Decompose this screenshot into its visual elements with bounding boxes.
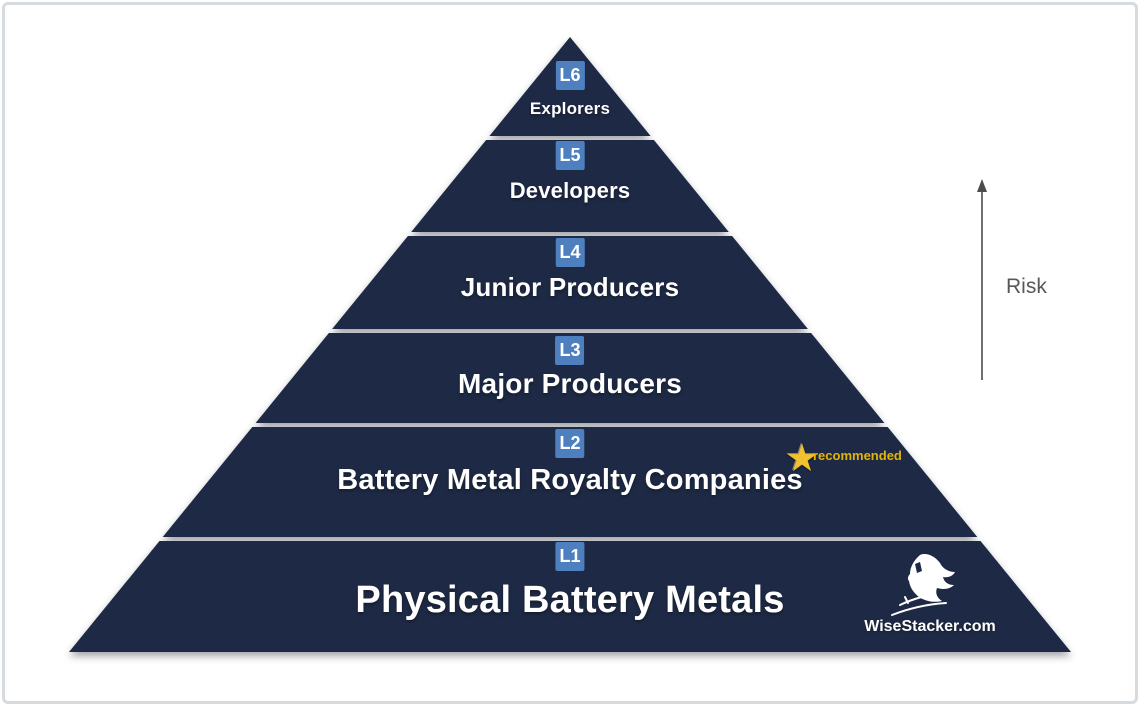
level-label-l3: Major Producers — [458, 368, 682, 399]
pyramid-band-l2 — [162, 427, 978, 537]
pyramid-level-l3: L3 Major Producers — [458, 336, 682, 400]
level-badge-l4: L4 — [555, 238, 585, 267]
risk-axis-label: Risk — [1006, 275, 1047, 298]
level-badge-l3: L3 — [555, 336, 585, 365]
level-label-l4: Junior Producers — [460, 272, 680, 302]
risk-arrow-icon — [977, 179, 987, 380]
level-badge-l2: L2 — [555, 429, 585, 458]
pyramid-band-l5 — [411, 140, 729, 232]
pyramid-band-l4 — [332, 236, 808, 329]
level-label-l5: Developers — [509, 178, 631, 203]
recommended-label: recommended — [813, 448, 902, 463]
pyramid-level-l4: L4 Junior Producers — [461, 238, 679, 303]
recommended-star-icon: ★ — [785, 438, 820, 480]
wisestacker-logo-icon — [891, 553, 955, 616]
pyramid-level-l2: L2 Battery Metal Royalty Companies — [337, 429, 803, 497]
level-label-l1: Physical Battery Metals — [355, 579, 785, 621]
branding-site-label: WiseStacker.com — [864, 618, 996, 635]
pyramid-level-l5: L5 Developers — [510, 141, 631, 204]
pyramid-band-l1 — [69, 541, 1071, 652]
level-label-l6: Explorers — [529, 99, 611, 118]
pyramid-level-l6: L6 Explorers — [530, 61, 610, 119]
level-badge-l6: L6 — [555, 61, 585, 90]
level-badge-l5: L5 — [555, 141, 585, 170]
level-badge-l1: L1 — [555, 542, 585, 571]
pyramid-band-l3 — [255, 333, 885, 423]
pyramid-level-l1: L1 Physical Battery Metals — [355, 542, 784, 622]
level-label-l2: Battery Metal Royalty Companies — [337, 464, 803, 496]
